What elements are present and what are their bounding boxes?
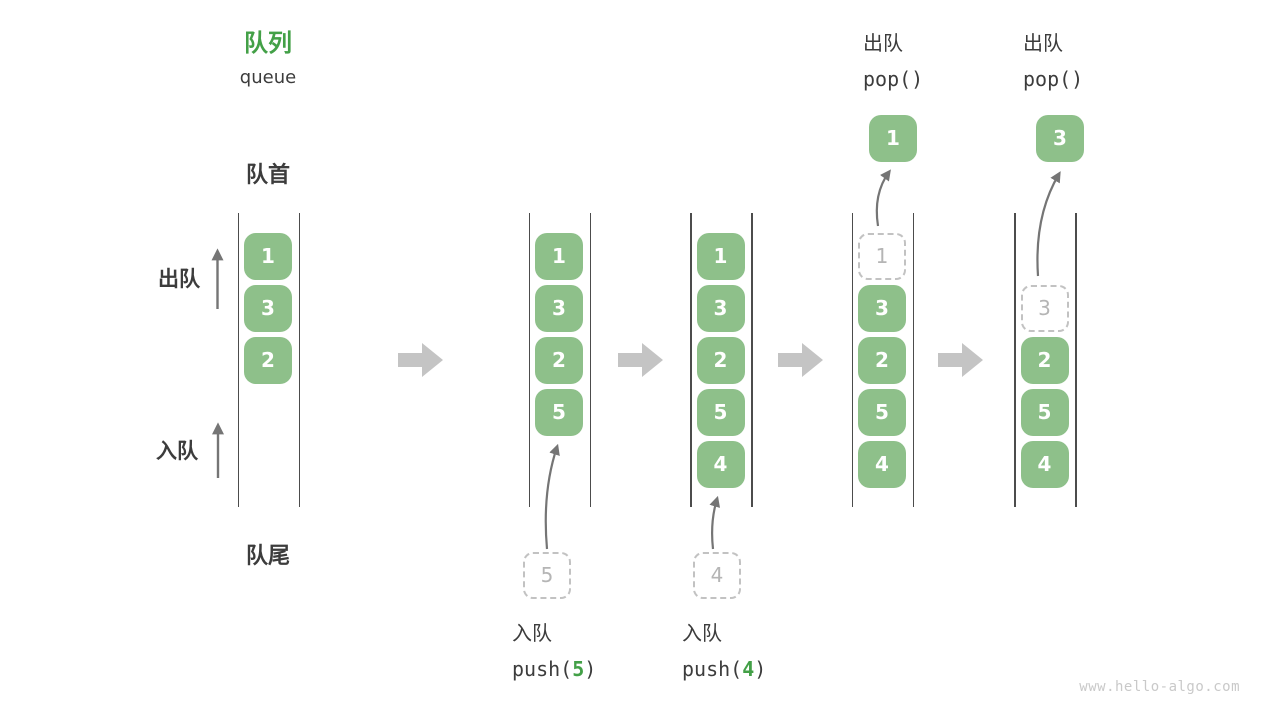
diagram-title: 队列 queue: [208, 28, 328, 90]
queue-item-box: 1: [696, 233, 745, 280]
step-arrow-icon: [618, 343, 663, 377]
push-arrow-icon: [544, 443, 560, 550]
channel-wall-right: [1075, 213, 1077, 507]
step-arrow-icon: [398, 343, 443, 377]
step-arrow-icon: [778, 343, 823, 377]
pop-label-zh: 出队: [863, 31, 903, 55]
queue-front-label: 队首: [245, 163, 290, 188]
push-label-zh: 入队: [682, 621, 722, 645]
queue-item-box: 5: [535, 389, 583, 436]
push-arrow-icon: [709, 495, 721, 550]
queue-item-box: 3: [858, 285, 906, 332]
queue-item-box: 3: [696, 285, 745, 332]
queue-item-box: 2: [244, 337, 292, 384]
removed-item-box: 1: [858, 233, 906, 280]
queue-item-box: 5: [696, 389, 745, 436]
pop-label-zh: 出队: [1023, 31, 1063, 55]
pop-operation-label-1: 出队 pop(): [863, 30, 923, 92]
title-zh: 队列: [244, 29, 292, 57]
channel-wall-left: [1014, 213, 1016, 507]
push-code-prefix: push(: [512, 657, 573, 681]
queue-item-box: 3: [535, 285, 583, 332]
push-operation-label-1: 入队 push(5): [512, 620, 596, 682]
channel-wall-right: [589, 213, 592, 507]
channel-wall-left: [528, 213, 531, 507]
queue-item-box: 3: [244, 285, 292, 332]
title-en: queue: [239, 67, 297, 88]
dequeue-side-label: 出队: [158, 267, 200, 291]
pop-code-label: pop(): [863, 67, 924, 91]
channel-wall-right: [298, 213, 301, 507]
watermark: www.hello-algo.com: [1079, 679, 1240, 695]
channel-wall-left: [690, 213, 692, 507]
push-code-suffix: ): [754, 657, 767, 681]
pop-arrow-icon: [875, 169, 891, 227]
queue-item-box: 4: [858, 441, 906, 488]
queue-item-box: 5: [858, 389, 906, 436]
pop-code-label: pop(): [1023, 67, 1084, 91]
channel-wall-right: [912, 213, 915, 507]
queue-item-box: 1: [244, 233, 292, 280]
pop-arrow-icon: [1036, 171, 1061, 277]
staged-item-box: 4: [693, 552, 741, 599]
enqueue-side-label: 入队: [156, 439, 198, 463]
queue-item-box: 2: [1020, 337, 1069, 384]
channel-wall-left: [237, 213, 240, 507]
push-code-suffix: ): [584, 657, 597, 681]
queue-item-box: 4: [1020, 441, 1069, 488]
queue-item-box: 5: [1020, 389, 1069, 436]
queue-item-box: 1: [535, 233, 583, 280]
channel-wall-left: [851, 213, 854, 507]
channel-wall-right: [751, 213, 753, 507]
queue-item-box: 2: [535, 337, 583, 384]
push-code-label: push(5): [512, 656, 596, 682]
push-operation-label-2: 入队 push(4): [682, 620, 766, 682]
queue-item-box: 2: [696, 337, 745, 384]
push-code-label: push(4): [682, 656, 766, 682]
pop-operation-label-2: 出队 pop(): [1023, 30, 1083, 92]
push-label-zh: 入队: [512, 621, 552, 645]
popped-item-box: 3: [1036, 115, 1084, 162]
step-arrow-icon: [938, 343, 983, 377]
queue-item-box: 4: [696, 441, 745, 488]
push-code-prefix: push(: [682, 657, 743, 681]
push-code-arg: 5: [572, 657, 585, 681]
staged-item-box: 5: [523, 552, 571, 599]
queue-item-box: 2: [858, 337, 906, 384]
queue-rear-label: 队尾: [245, 544, 290, 569]
popped-item-box: 1: [869, 115, 917, 162]
removed-item-box: 3: [1020, 285, 1069, 332]
push-code-arg: 4: [742, 657, 755, 681]
